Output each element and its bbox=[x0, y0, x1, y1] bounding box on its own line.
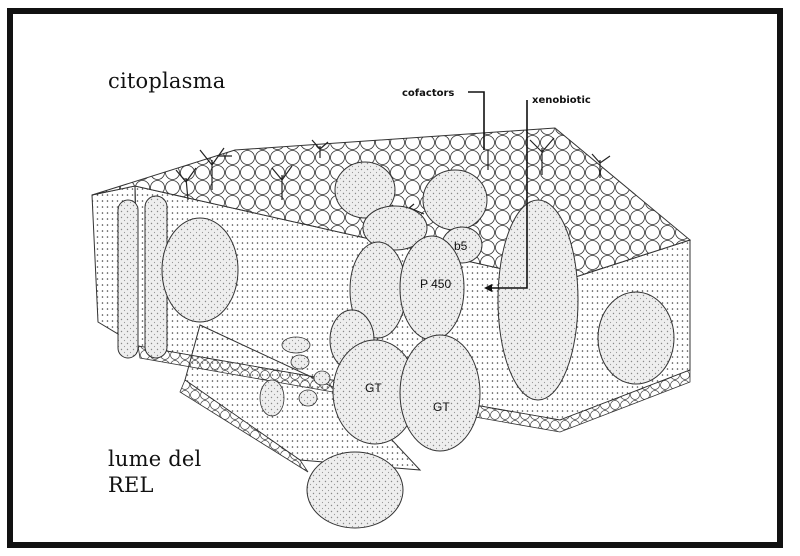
label-xenobiotic: xenobiotic bbox=[532, 95, 591, 106]
label-cofactors: cofactors bbox=[402, 88, 454, 99]
label-gt-right: GT bbox=[433, 400, 450, 414]
label-b5: b5 bbox=[454, 239, 468, 253]
protein-lumen-bottom bbox=[307, 452, 403, 528]
protein-back-right bbox=[423, 170, 487, 230]
label-cytoplasm: citoplasma bbox=[108, 68, 225, 94]
protein-gt-right bbox=[400, 335, 480, 451]
protein-far-right bbox=[598, 292, 674, 384]
label-gt-left: GT bbox=[365, 381, 382, 395]
label-lumen-line2: REL bbox=[108, 472, 201, 498]
label-lumen: lume del REL bbox=[108, 446, 201, 499]
protein-large-right bbox=[498, 200, 578, 400]
label-lumen-line1: lume del bbox=[108, 446, 201, 472]
label-p450: P 450 bbox=[420, 277, 451, 291]
protein-left-oval bbox=[162, 218, 238, 322]
